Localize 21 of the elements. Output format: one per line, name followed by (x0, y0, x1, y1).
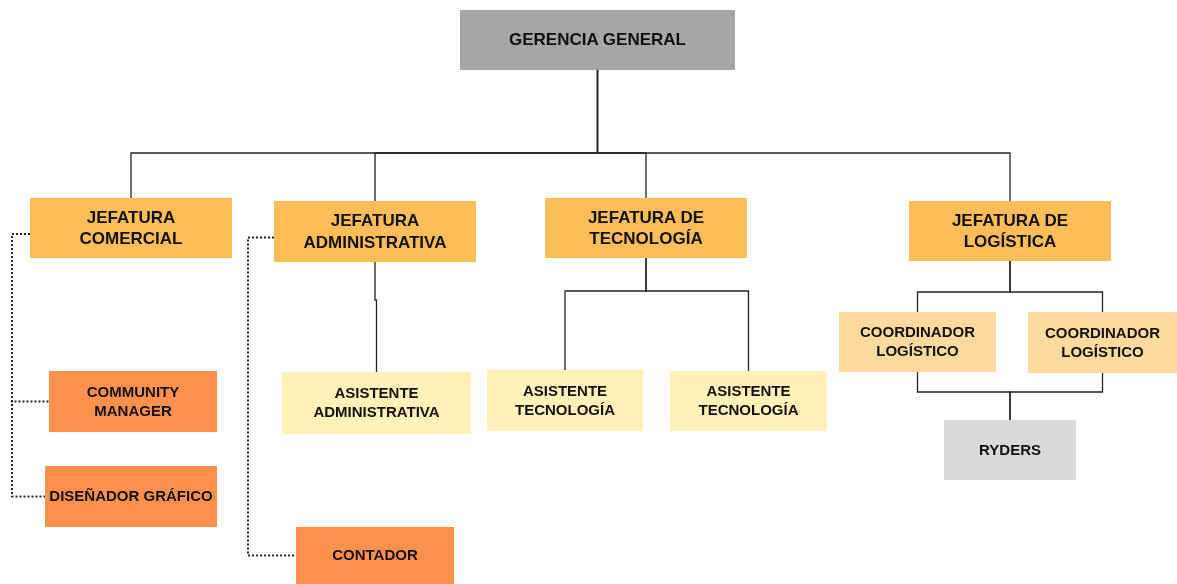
connector-line (374, 261, 378, 373)
position-box: JEFATURA DE TECNOLOGÍA (545, 198, 747, 258)
position-box: ASISTENTE TECNOLOGÍA (487, 370, 643, 431)
position-box: ASISTENTE TECNOLOGÍA (670, 371, 827, 431)
position-box: JEFATURA ADMINISTRATIVA (274, 201, 476, 262)
position-box: COMMUNITY MANAGER (49, 371, 217, 432)
connector-line (645, 257, 750, 372)
connector-line (1009, 260, 1104, 313)
position-box: GERENCIA GENERAL (460, 10, 735, 70)
connector-line (596, 69, 1011, 202)
position-box: COORDINADOR LOGÍSTICO (839, 312, 996, 372)
position-box: DISEÑADOR GRÁFICO (45, 466, 217, 527)
connector-line (1009, 372, 1104, 421)
dotted-connector (11, 233, 46, 498)
position-box: COORDINADOR LOGÍSTICO (1028, 312, 1177, 373)
position-box: RYDERS (944, 420, 1076, 480)
position-box: ASISTENTE ADMINISTRATIVA (282, 372, 471, 434)
position-box: CONTADOR (296, 527, 454, 584)
position-box: JEFATURA COMERCIAL (30, 198, 232, 258)
position-box: JEFATURA DE LOGÍSTICA (909, 201, 1111, 261)
dotted-connector (247, 236, 297, 557)
